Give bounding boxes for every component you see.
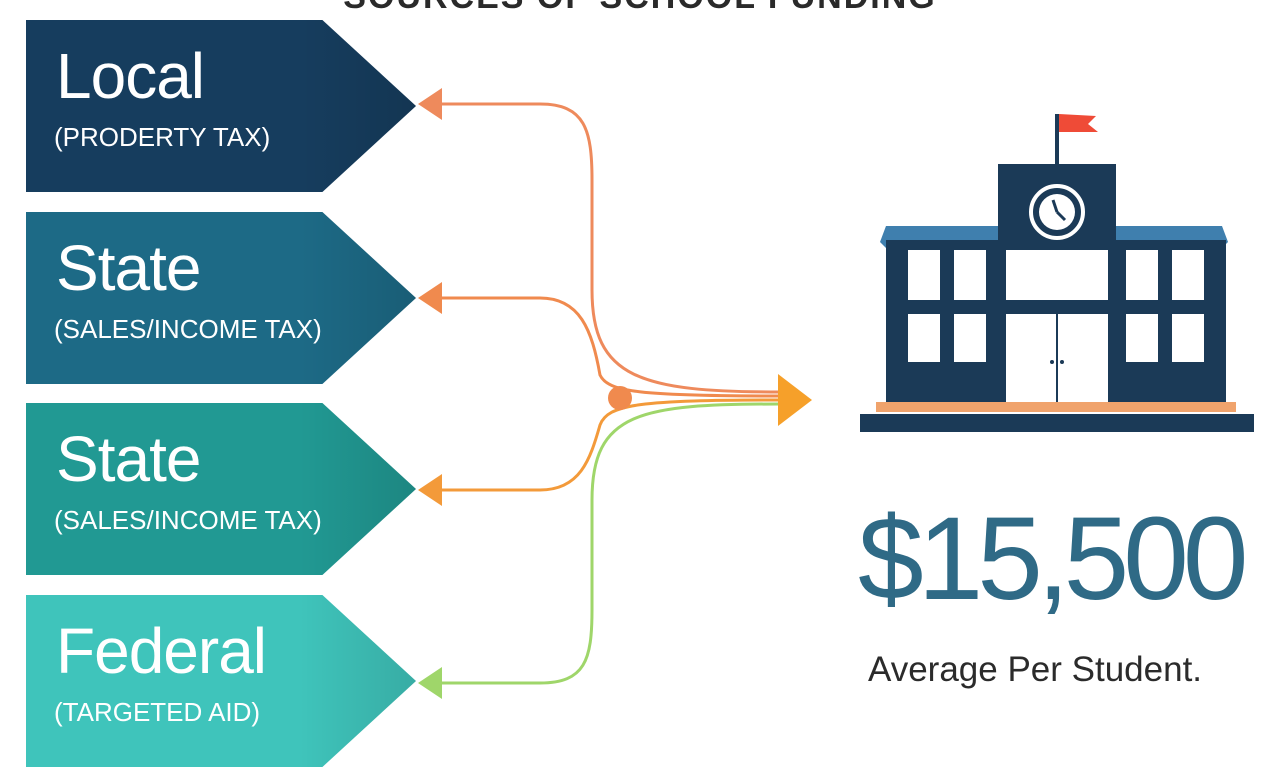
door-handle (1050, 360, 1054, 364)
flow-line-local (438, 102, 781, 394)
arrowhead-left-icon (418, 282, 442, 314)
window-grid (908, 250, 1204, 362)
page-title: SOURCES OF SCHOOL FUNDING (0, 0, 1280, 17)
flag-icon (1059, 114, 1098, 132)
average-amount: $15,500 (858, 493, 1249, 625)
source-subtitle: (SALES/INCOME TAX) (54, 314, 322, 344)
source-subtitle: (PRODERTY TAX) (54, 122, 271, 152)
flow-line-state (438, 296, 781, 398)
arrowhead-left-icon (418, 88, 442, 120)
clock-hand (1051, 199, 1059, 213)
funding-flow-diagram (418, 88, 812, 699)
average-amount-label: Average Per Student. (868, 650, 1203, 689)
flow-hub-node (608, 386, 632, 410)
flow-line-federal (438, 402, 781, 685)
clock-hand (1055, 210, 1067, 222)
school-base-stripe (876, 402, 1236, 412)
arrowhead-right-icon (778, 374, 812, 426)
source-title: State (56, 423, 201, 495)
flow-line-state-2 (438, 398, 781, 492)
door-handle (1060, 360, 1064, 364)
source-title: State (56, 232, 201, 304)
school-building-icon (860, 114, 1254, 432)
arrowhead-left-icon (418, 474, 442, 506)
source-local: Local (PRODERTY TAX) (26, 20, 416, 192)
source-state-sales-income: State (SALES/INCOME TAX) (26, 212, 416, 384)
source-subtitle: (SALES/INCOME TAX) (54, 505, 322, 535)
source-title: Local (56, 40, 205, 112)
arrowhead-left-icon (418, 667, 442, 699)
school-base (860, 414, 1254, 432)
source-title: Federal (56, 615, 267, 687)
